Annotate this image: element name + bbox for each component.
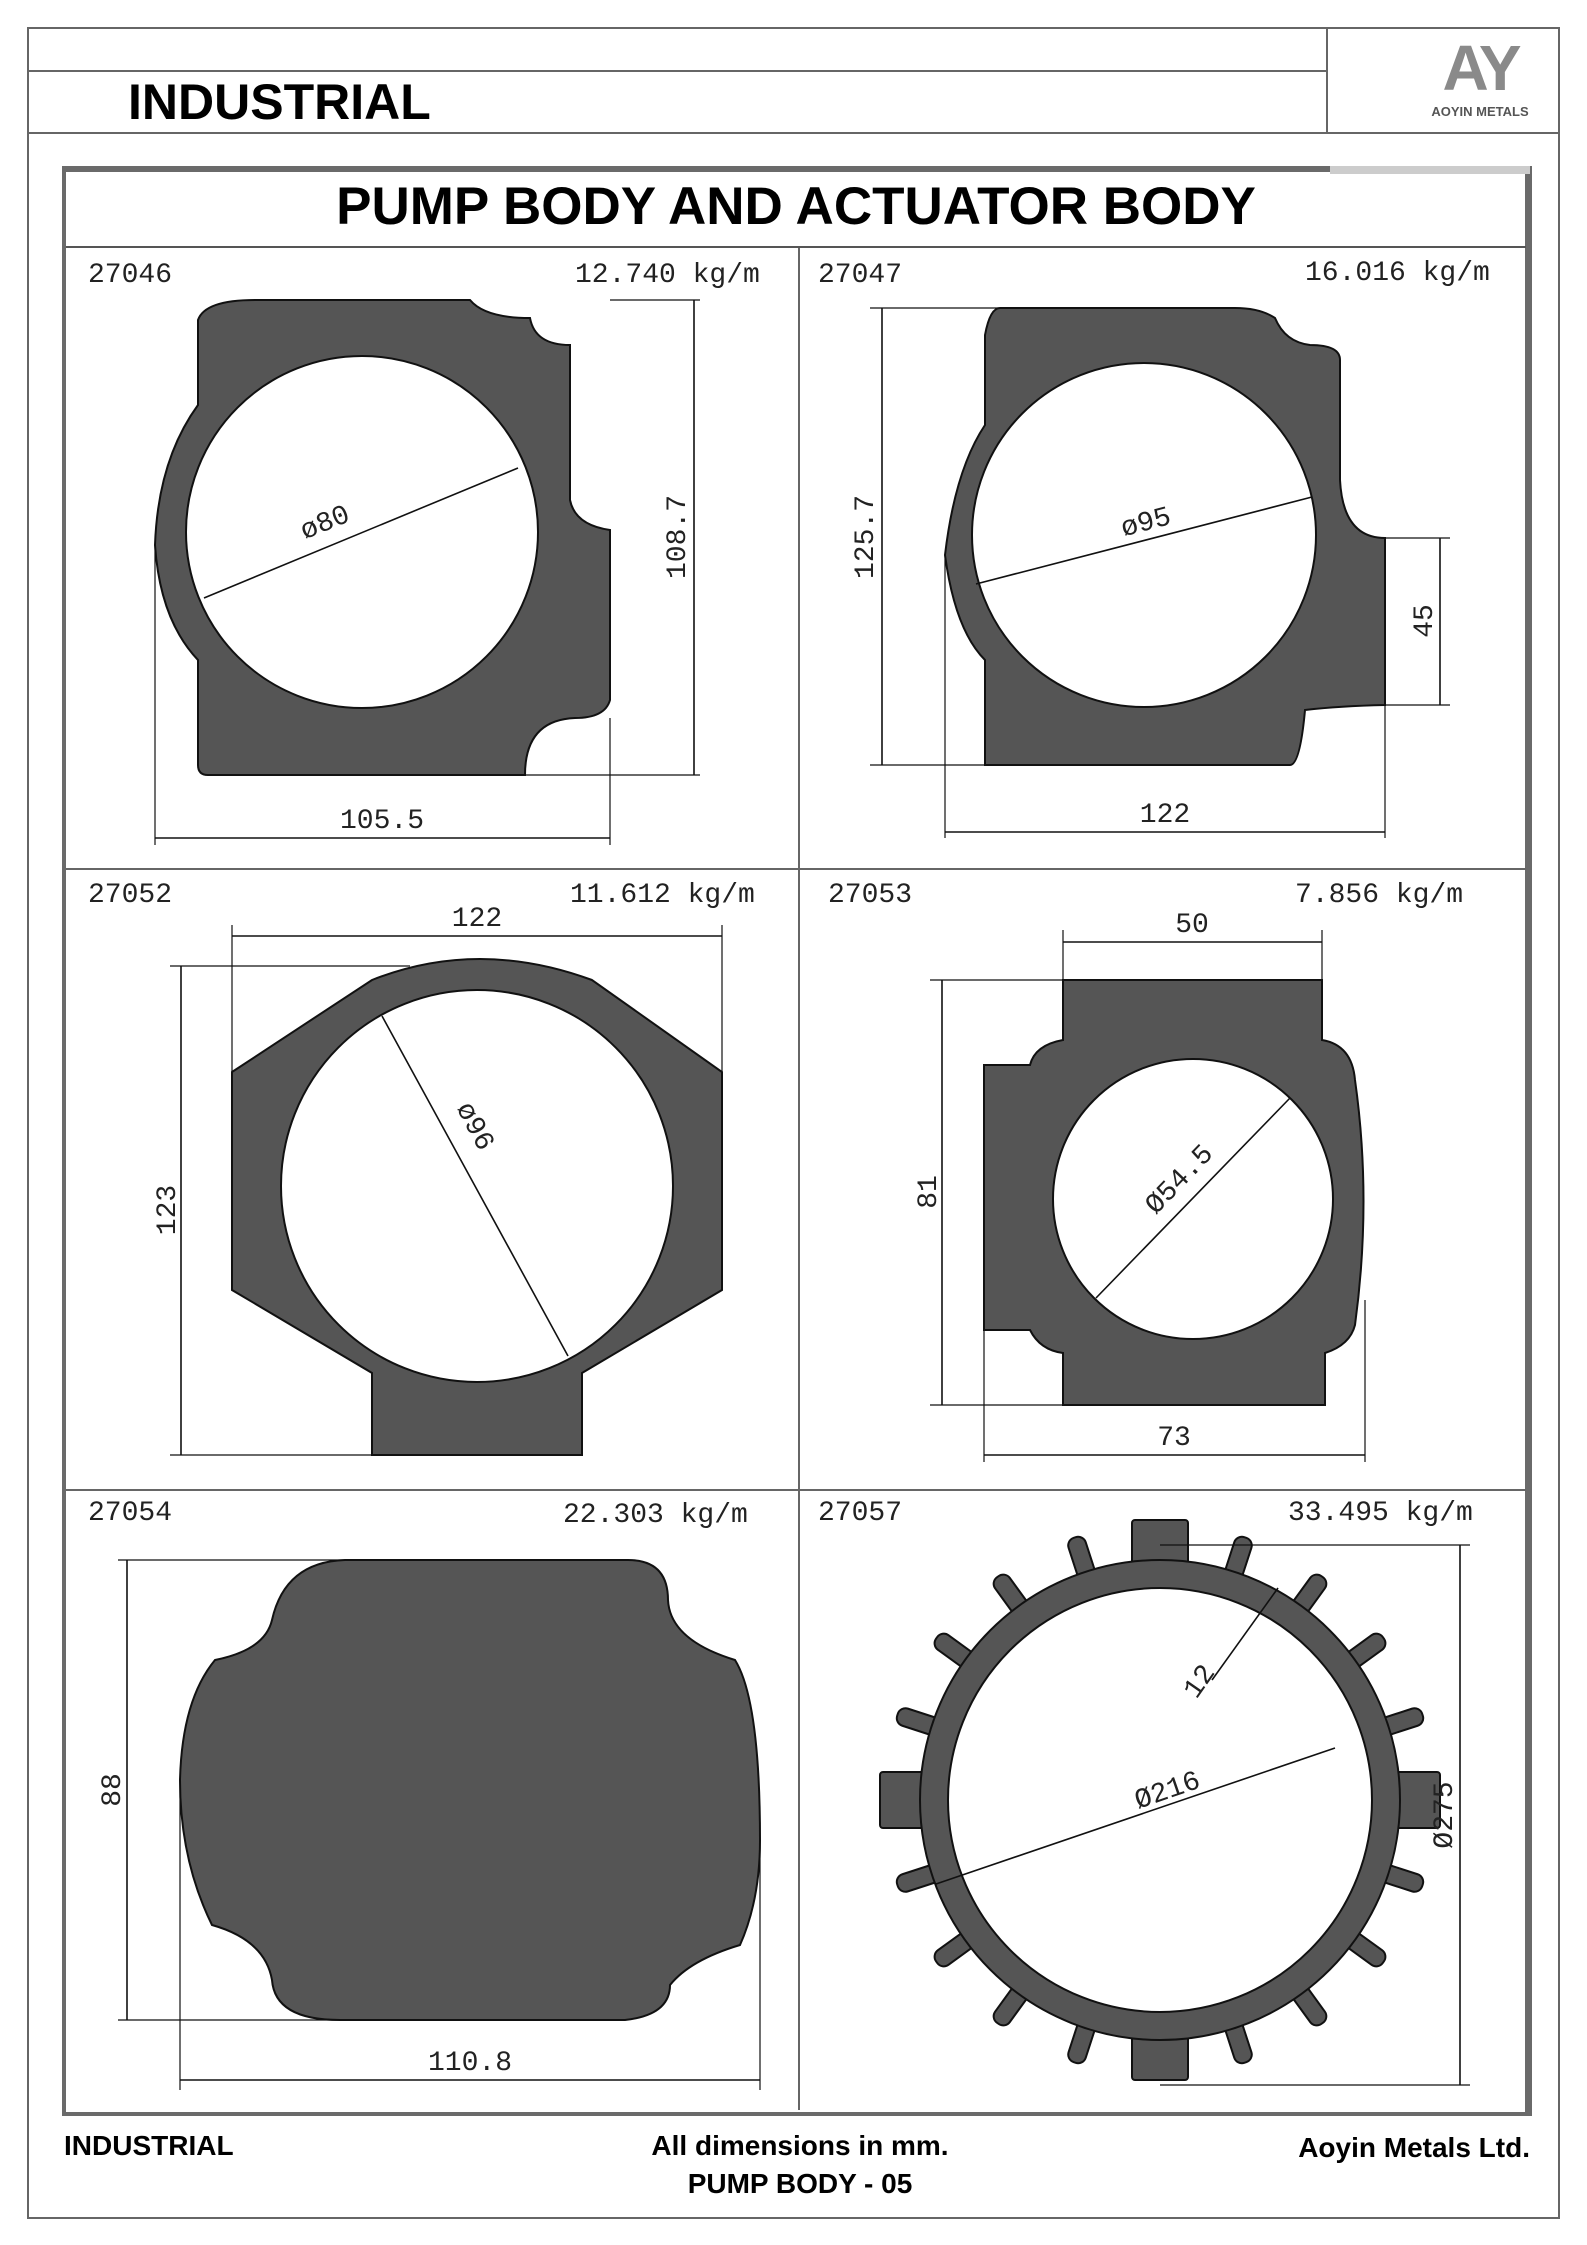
content-box	[62, 166, 1532, 2116]
title-underline	[66, 246, 1526, 248]
grid-row2	[66, 1489, 1526, 1491]
profile-weight: 22.303 kg/m	[563, 1500, 748, 1531]
profile-weight: 33.495 kg/m	[1288, 1498, 1473, 1529]
footer-category: INDUSTRIAL	[64, 2130, 234, 2161]
dim-label: 122	[1140, 800, 1190, 831]
profile-code: 27047	[818, 260, 903, 291]
profile-27053-drawing: Ø54.5 50 81 73	[914, 910, 1366, 1462]
profile-weight: 11.612 kg/m	[570, 880, 755, 911]
dim-label: 123	[153, 1185, 184, 1235]
header-logo-divider	[1326, 27, 1328, 132]
profile-code: 27054	[88, 1498, 173, 1529]
profile-27046-drawing: ø80 108.7 105.5	[153, 299, 700, 845]
profile-weight: 12.740 kg/m	[575, 260, 760, 291]
profile-27052-drawing: ø96 122 123	[153, 904, 723, 1456]
profile-27047-drawing: ø95 125.7 45 122	[851, 307, 1450, 838]
profile-weight: 7.856 kg/m	[1295, 880, 1464, 911]
page-border	[27, 27, 1560, 2219]
profile-code: 27057	[818, 1498, 903, 1529]
dim-label: 105.5	[340, 806, 424, 837]
profile-code: 27053	[828, 880, 913, 911]
dim-label: 73	[1157, 1423, 1191, 1454]
logo-mark: AY	[1442, 32, 1521, 104]
header-bottom-line	[27, 132, 1560, 134]
dim-label: 125.7	[851, 495, 882, 579]
dim-label: 81	[914, 1175, 945, 1209]
profile-code: 27046	[88, 260, 173, 291]
logo-text: AOYIN METALS	[1431, 104, 1529, 119]
header-category: INDUSTRIAL	[128, 74, 431, 130]
dim-label: 88	[98, 1773, 129, 1807]
content-title-bg-right	[1330, 166, 1530, 174]
grid-vertical	[798, 248, 800, 2110]
dim-label: 45	[1410, 604, 1441, 638]
grid-row1	[66, 868, 1526, 870]
dim-label: Ø275	[1430, 1781, 1461, 1848]
dim-label: 50	[1175, 910, 1209, 941]
profile-27057-drawing: Ø216 12 Ø275	[879, 1519, 1470, 2086]
profile-code: 27052	[88, 880, 173, 911]
dim-label: 108.7	[663, 495, 694, 579]
footer-note: All dimensions in mm.	[651, 2130, 949, 2161]
dim-label: 122	[452, 904, 502, 935]
footer-sheet-id: PUMP BODY - 05	[687, 2168, 913, 2199]
profile-weight: 16.016 kg/m	[1305, 258, 1490, 289]
header-top-line	[27, 70, 1327, 72]
company-logo: AY AOYIN METALS	[1420, 36, 1540, 132]
footer-company: Aoyin Metals Ltd.	[1298, 2132, 1530, 2163]
sheet-title: PUMP BODY AND ACTUATOR BODY	[336, 177, 1256, 236]
dim-label: 110.8	[428, 2048, 512, 2079]
profile-27054-drawing: 88 110.8	[98, 1559, 762, 2090]
